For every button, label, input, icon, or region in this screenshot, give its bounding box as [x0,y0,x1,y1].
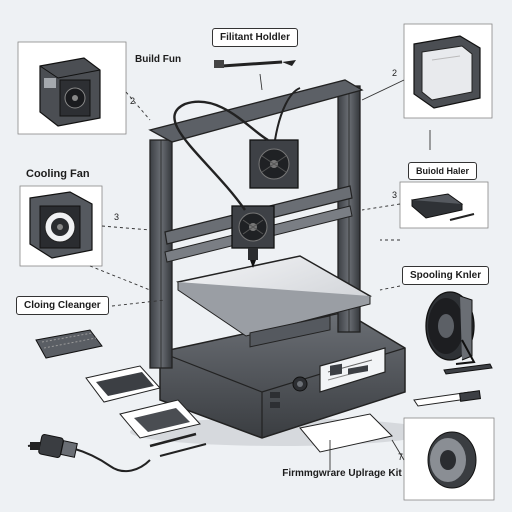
cleaning-pad [35,329,103,359]
filament-holder-rod [214,60,296,68]
cable-connector [27,433,151,473]
callout-number-3-right: 3 [392,190,398,200]
top-beam [148,79,364,143]
label-cooling-fan: Cooling Fan [26,168,90,180]
extruder [249,139,299,189]
firmware-kit [299,363,393,453]
callout-number-7: 7 [398,452,404,462]
label-filament-holder: Filitant Holdler [212,28,298,47]
label-spooling-knler: Spooling Knler [402,266,490,285]
label-build-holder: Buiold Haler [408,162,478,180]
enclosure-panel [403,23,493,119]
hotend [231,205,275,268]
filament-tube [173,100,269,211]
build-holder-panel [399,181,489,229]
label-cloing-cleanger: Cloing Cleanger [16,296,109,315]
callout-number-2-right: 2 [392,68,398,78]
printer [130,79,430,446]
build-fan-panel [17,41,127,135]
callout-lines [89,73,431,470]
callout-number-2-left: 2 [130,96,136,106]
filament-spool [403,417,495,501]
scraper-tool [413,363,493,407]
cooling-fan-panel [19,185,103,267]
accessory-plates [85,365,207,457]
label-build-fun: Build Fun [135,54,182,65]
callout-number-3-left: 3 [114,212,120,222]
spool-holder [425,291,476,365]
label-firmware-kit: Firmmgwrare Uplrage Kit [282,468,402,479]
